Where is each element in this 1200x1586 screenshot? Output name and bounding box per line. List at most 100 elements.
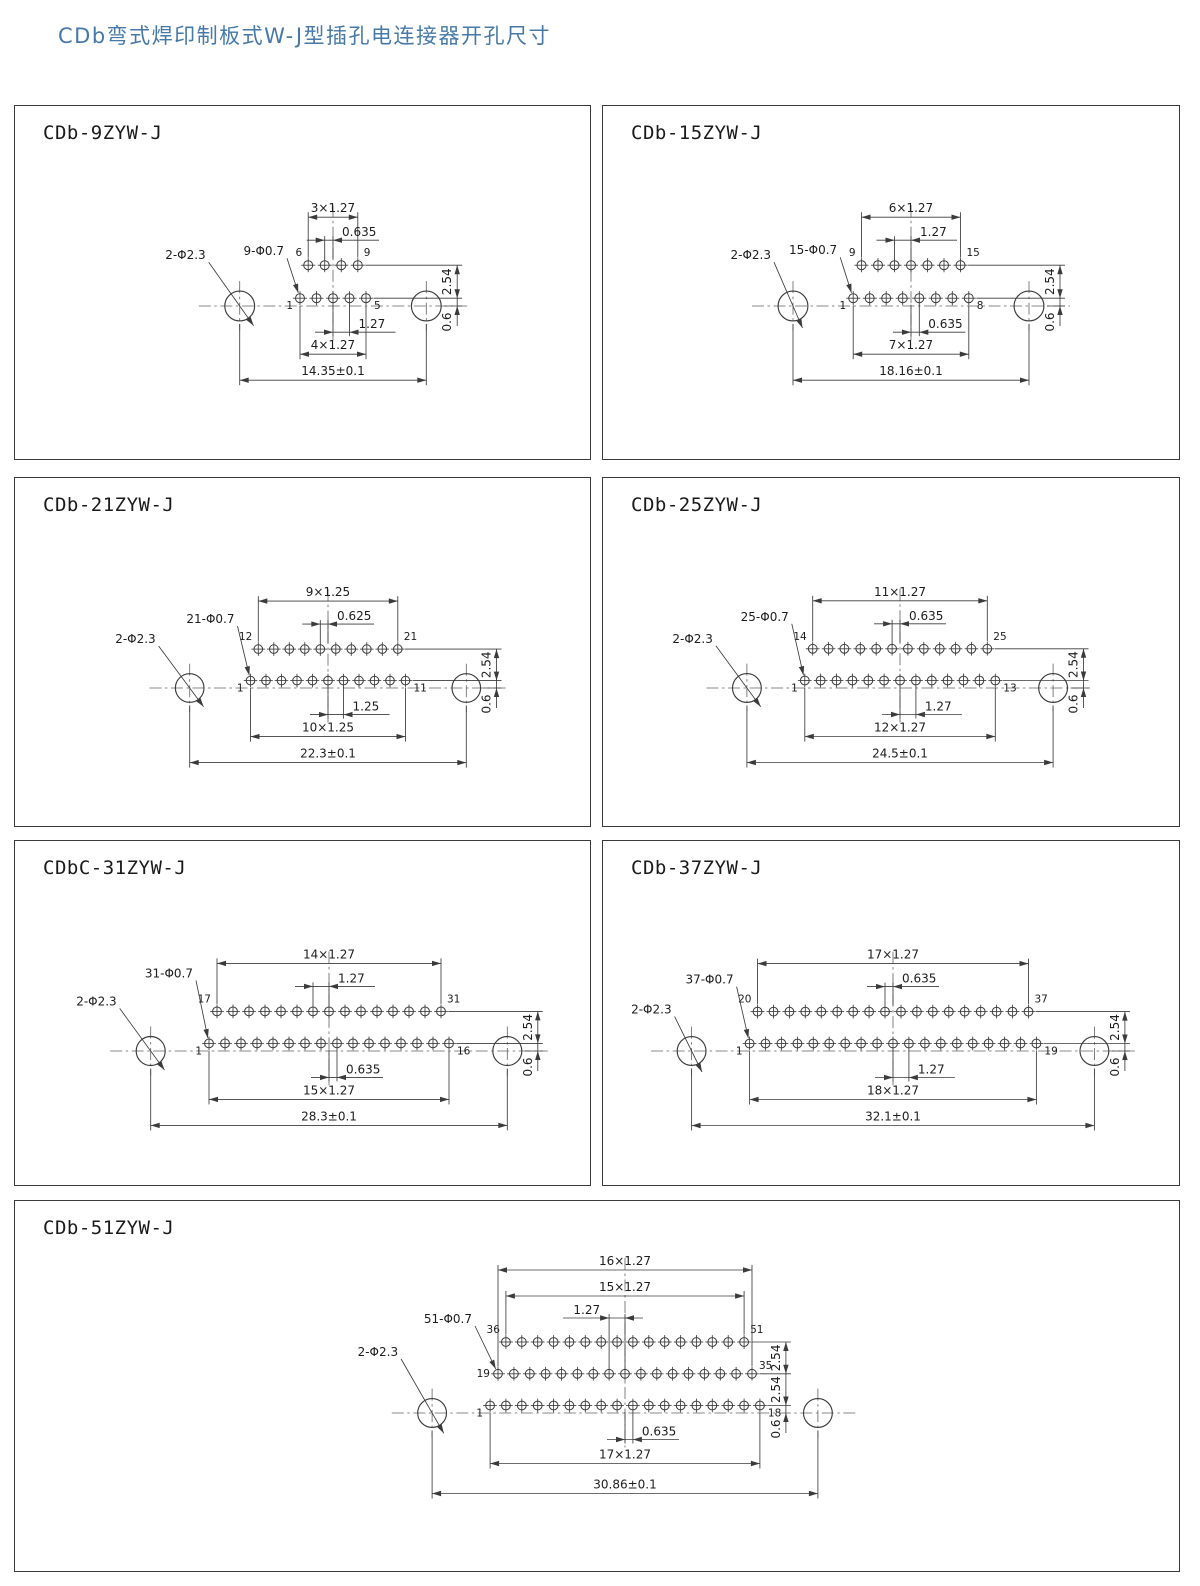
dim-label: 0.635 (928, 317, 962, 331)
dim-label: 11×1.27 (874, 585, 926, 599)
dimension-arrow (337, 1074, 346, 1081)
pin-number: 1 (286, 300, 293, 312)
dimension-arrow (978, 598, 988, 604)
page-title: CDb弯式焊印制板式W-J型插孔电连接器开孔尺寸 (58, 24, 552, 48)
pin-number: 1 (237, 683, 244, 695)
dimension-arrow (498, 1267, 507, 1273)
dimension-arrow (454, 265, 460, 275)
dimension-arrow (757, 960, 767, 967)
dimension-arrow (493, 671, 500, 681)
dimension-arrow (258, 598, 268, 604)
dim-label: 16×1.27 (599, 1254, 651, 1268)
drawing-line (674, 1016, 703, 1073)
dim-label: 2.54 (480, 651, 494, 678)
dimension-arrow (1080, 671, 1087, 681)
dim-label: 1.27 (918, 1063, 945, 1077)
dim-label: 0.635 (342, 225, 376, 239)
pin-number: 12 (239, 631, 252, 643)
dimension-arrow (735, 1293, 745, 1299)
dim-label: 17×1.27 (867, 948, 919, 962)
dimension-arrow (311, 621, 321, 627)
dimension-arrow (209, 1096, 218, 1103)
dim-label: 17×1.27 (599, 1448, 651, 1462)
dim-label: 1.27 (573, 1303, 600, 1317)
dim-label: 2-Φ2.3 (115, 632, 156, 646)
dimension-arrow (798, 665, 805, 676)
dimension-arrow (493, 688, 500, 697)
dim-label: 37-Φ0.7 (685, 973, 733, 987)
dimension-arrow (244, 666, 250, 676)
dim-label: 0.625 (337, 609, 371, 623)
dim-label: 15×1.27 (303, 1083, 355, 1097)
mounting-hole (1038, 673, 1069, 703)
dimension-arrow (783, 1413, 789, 1422)
dimension-arrow (457, 759, 467, 766)
dimension-arrow (417, 377, 427, 383)
dimension-arrow (902, 329, 911, 335)
dimension-arrow (986, 733, 996, 740)
dimension-arrow (454, 289, 460, 299)
dimension-arrow (250, 733, 260, 740)
dimension-arrow (743, 1267, 752, 1273)
dimension-arrow (343, 711, 353, 718)
dim-label: 1.27 (920, 225, 947, 239)
dim-label: 0.6 (1043, 312, 1057, 331)
dimension-arrow (861, 214, 871, 220)
drawing-line (208, 261, 254, 326)
dimension-arrow (304, 983, 313, 990)
dim-label: 2-Φ2.3 (672, 632, 713, 646)
mounting-hole (174, 673, 205, 703)
dimension-arrow (505, 1293, 515, 1299)
dimension-arrow (625, 1315, 634, 1321)
dim-label: 0.635 (346, 1062, 380, 1076)
dimension-arrow (746, 759, 756, 766)
pin-number: 1 (791, 683, 798, 695)
dimension-arrow (893, 983, 902, 990)
mounting-hole (417, 1398, 448, 1428)
dim-label: 2-Φ2.3 (76, 994, 117, 1008)
dim-label: 2-Φ2.3 (731, 248, 772, 262)
dim-label: 18.16±0.1 (879, 364, 943, 378)
dimension-arrow (1019, 960, 1029, 967)
dimension-arrow (246, 316, 254, 326)
panel-title: CDbC-31ZYW-J (43, 857, 187, 879)
dimension-arrow (783, 1364, 789, 1374)
dimension-arrow (900, 621, 909, 627)
dimension-arrow (1057, 306, 1063, 315)
pin-number: 21 (404, 631, 417, 643)
dimension-arrow (891, 711, 900, 718)
dimension-arrow (883, 621, 893, 627)
drawing-line (400, 1358, 445, 1434)
dimension-arrow (490, 1460, 500, 1467)
mounting-hole (492, 1035, 523, 1067)
mounting-hole (676, 1036, 707, 1066)
dimension-arrow (951, 214, 961, 220)
dim-label: 0.635 (909, 609, 943, 623)
dimension-arrow (489, 1359, 496, 1369)
pin-number: 18 (768, 1408, 781, 1420)
mounting-hole (731, 673, 762, 703)
dimension-arrow (203, 1028, 209, 1039)
dimension-arrow (329, 983, 338, 990)
dimension-arrow (796, 318, 803, 328)
dim-label: 21-Φ0.7 (186, 612, 234, 626)
dimension-arrow (959, 351, 969, 357)
dimension-arrow (328, 621, 337, 627)
drawing-line (195, 980, 209, 1039)
drawing-line (773, 262, 803, 329)
dimension-arrow (695, 1062, 702, 1072)
dim-label: 2-Φ2.3 (631, 1003, 672, 1017)
dim-label: 2.54 (1108, 1014, 1122, 1041)
dimension-arrow (1122, 1011, 1128, 1021)
dimension-arrow (292, 283, 299, 293)
dim-label: 2-Φ2.3 (358, 1345, 399, 1359)
pin-number: 35 (759, 1360, 772, 1372)
pin-number: 1 (736, 1046, 743, 1058)
pin-number: 1 (476, 1408, 483, 1420)
